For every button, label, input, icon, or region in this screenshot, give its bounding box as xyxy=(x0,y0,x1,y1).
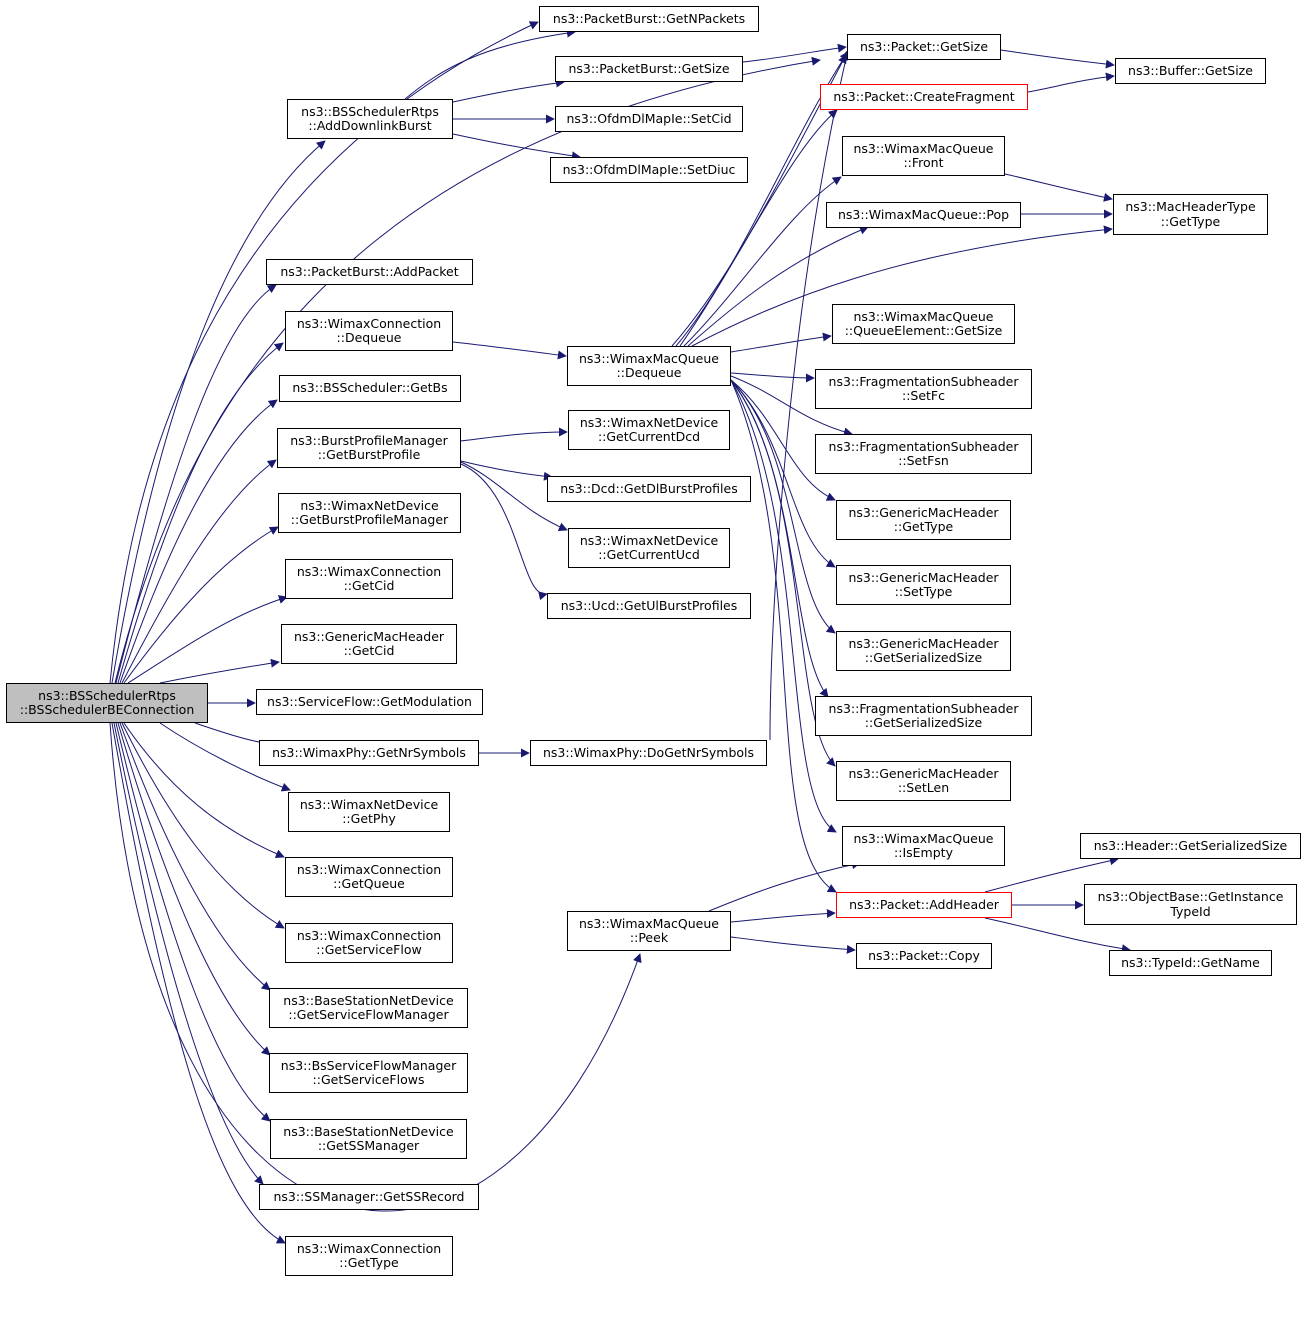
call-edge xyxy=(121,459,277,684)
node-ucd-getulburstprofiles[interactable]: ns3::Ucd::GetUlBurstProfiles xyxy=(547,593,751,619)
call-edge xyxy=(691,225,1113,347)
call-edge xyxy=(127,595,288,684)
call-edge xyxy=(730,936,856,954)
call-edge xyxy=(769,49,851,741)
node-wimaxphy-getnrsymbols[interactable]: ns3::WimaxPhy::GetNrSymbols xyxy=(259,740,479,766)
call-edge xyxy=(984,917,1131,954)
node-genericmacheader-getserializedsize[interactable]: ns3::GenericMacHeader::GetSerializedSize xyxy=(836,631,1011,671)
node-basestationnetdevice-getserviceflowmanager[interactable]: ns3::BaseStationNetDevice::GetServiceFlo… xyxy=(269,988,468,1028)
call-edge xyxy=(460,461,568,531)
node-bsserviceflowmanager-getserviceflows[interactable]: ns3::BsServiceFlowManager::GetServiceFlo… xyxy=(269,1053,468,1093)
node-bsscheduler-getbs[interactable]: ns3::BSScheduler::GetBs xyxy=(279,375,461,402)
call-edge xyxy=(460,427,568,442)
node-genericmacheader-getcid[interactable]: ns3::GenericMacHeader::GetCid xyxy=(281,624,457,664)
node-root-bsschedulerbeconnection: ns3::BSSchedulerRtps::BSSchedulerBEConne… xyxy=(6,683,208,723)
call-edge xyxy=(123,722,285,858)
node-wimaxconnection-getqueue[interactable]: ns3::WimaxConnection::GetQueue xyxy=(285,857,453,897)
call-edge xyxy=(123,526,279,684)
node-burstprofilemanager-getburstprofile[interactable]: ns3::BurstProfileManager::GetBurstProfil… xyxy=(277,428,461,468)
node-packetburst-getsize[interactable]: ns3::PacketBurst::GetSize xyxy=(555,56,743,82)
call-edge xyxy=(117,722,271,1056)
node-packet-createfragment[interactable]: ns3::Packet::CreateFragment xyxy=(820,84,1028,110)
node-header-getserializedsize[interactable]: ns3::Header::GetSerializedSize xyxy=(1080,833,1301,859)
call-edge xyxy=(119,399,278,684)
call-edge xyxy=(452,133,581,161)
call-edge xyxy=(730,372,815,383)
node-packet-addheader[interactable]: ns3::Packet::AddHeader xyxy=(836,892,1012,918)
call-edge xyxy=(159,658,280,684)
node-bsschedulerrtps-adddownlinkburst[interactable]: ns3::BSSchedulerRtps::AddDownlinkBurst xyxy=(287,99,453,139)
call-edge xyxy=(742,43,847,63)
call-edge xyxy=(730,379,829,698)
call-edge xyxy=(687,226,869,347)
node-buffer-getsize[interactable]: ns3::Buffer::GetSize xyxy=(1115,58,1266,84)
call-edge xyxy=(1004,173,1113,202)
call-edge xyxy=(683,176,842,347)
node-wimaxmacqueue-pop[interactable]: ns3::WimaxMacQueue::Pop xyxy=(826,202,1021,228)
call-edge xyxy=(679,109,838,347)
call-edge xyxy=(452,341,567,360)
node-wimaxconnection-dequeue[interactable]: ns3::WimaxConnection::Dequeue xyxy=(285,311,453,351)
node-wimaxmacqueue-isempty[interactable]: ns3::WimaxMacQueue::IsEmpty xyxy=(842,826,1005,866)
node-ofdmdlmapie-setdiuc[interactable]: ns3::OfdmDlMapIe::SetDiuc xyxy=(550,157,748,183)
call-edge xyxy=(115,722,271,1122)
call-edge xyxy=(708,860,861,912)
call-edge xyxy=(119,722,271,991)
call-edge xyxy=(460,460,553,481)
node-genericmacheader-setlen[interactable]: ns3::GenericMacHeader::SetLen xyxy=(836,761,1011,801)
call-edge xyxy=(730,379,836,501)
call-edge xyxy=(1027,72,1115,93)
node-wimaxconnection-getserviceflow[interactable]: ns3::WimaxConnection::GetServiceFlow xyxy=(285,923,453,963)
call-edge xyxy=(730,379,836,634)
call-edge xyxy=(730,379,836,767)
node-ofdmdlmapie-setcid[interactable]: ns3::OfdmDlMapIe::SetCid xyxy=(555,106,743,132)
node-wimaxnetdevice-getphy[interactable]: ns3::WimaxNetDevice::GetPhy xyxy=(288,792,450,832)
node-wimaxnetdevice-getburstprofilemanager[interactable]: ns3::WimaxNetDevice::GetBurstProfileMana… xyxy=(278,493,461,533)
node-wimaxconnection-gettype[interactable]: ns3::WimaxConnection::GetType xyxy=(285,1236,453,1276)
call-edge xyxy=(730,379,837,833)
call-edge xyxy=(730,908,836,923)
node-packet-getsize[interactable]: ns3::Packet::GetSize xyxy=(847,34,1001,60)
node-typeid-getname[interactable]: ns3::TypeId::GetName xyxy=(1109,950,1272,976)
node-fragmentationsubheader-setfc[interactable]: ns3::FragmentationSubheader::SetFc xyxy=(815,369,1032,409)
node-packet-copy[interactable]: ns3::Packet::Copy xyxy=(856,943,992,969)
call-edge xyxy=(984,856,1119,893)
node-wimaxconnection-getcid[interactable]: ns3::WimaxConnection::GetCid xyxy=(285,559,453,599)
call-edge xyxy=(404,28,576,100)
node-macheadertype-gettype[interactable]: ns3::MacHeaderType::GetType xyxy=(1113,194,1268,235)
call-edge xyxy=(730,379,837,893)
node-dcd-getdlburstprofiles[interactable]: ns3::Dcd::GetDlBurstProfiles xyxy=(547,476,751,502)
node-wimaxnetdevice-getcurrentucd[interactable]: ns3::WimaxNetDevice::GetCurrentUcd xyxy=(568,528,730,568)
call-edge xyxy=(117,342,284,684)
node-serviceflow-getmodulation[interactable]: ns3::ServiceFlow::GetModulation xyxy=(256,689,483,715)
call-edge xyxy=(109,21,539,684)
call-edge xyxy=(460,463,548,601)
call-edge xyxy=(159,722,291,792)
node-packetburst-addpacket[interactable]: ns3::PacketBurst::AddPacket xyxy=(266,259,473,285)
node-wimaxmacqueue-front[interactable]: ns3::WimaxMacQueue::Front xyxy=(842,136,1005,176)
node-basestationnetdevice-getssmanager[interactable]: ns3::BaseStationNetDevice::GetSSManager xyxy=(270,1119,467,1159)
node-genericmacheader-gettype[interactable]: ns3::GenericMacHeader::GetType xyxy=(836,500,1011,540)
node-fragmentationsubheader-getserializedsize[interactable]: ns3::FragmentationSubheader::GetSerializ… xyxy=(815,696,1032,736)
node-ssmanager-getssrecord[interactable]: ns3::SSManager::GetSSRecord xyxy=(259,1184,479,1210)
call-edge xyxy=(452,78,565,103)
call-edge xyxy=(111,722,286,1244)
call-edge xyxy=(1000,49,1115,69)
call-edge xyxy=(113,722,264,1185)
call-edge xyxy=(111,140,326,684)
node-wimaxnetdevice-getcurrentdcd[interactable]: ns3::WimaxNetDevice::GetCurrentDcd xyxy=(568,410,730,450)
node-packetburst-getnpackets[interactable]: ns3::PacketBurst::GetNPackets xyxy=(539,6,759,32)
node-wimaxmacqueue-dequeue[interactable]: ns3::WimaxMacQueue::Dequeue xyxy=(567,346,731,386)
node-wimaxmacqueue-queueelement-getsize[interactable]: ns3::WimaxMacQueue::QueueElement::GetSiz… xyxy=(832,304,1015,344)
call-edge xyxy=(730,332,832,353)
call-edge xyxy=(121,722,285,929)
node-wimaxphy-dogetnrsymbols[interactable]: ns3::WimaxPhy::DoGetNrSymbols xyxy=(530,740,767,766)
node-genericmacheader-settype[interactable]: ns3::GenericMacHeader::SetType xyxy=(836,565,1011,605)
call-edge xyxy=(115,284,277,684)
node-wimaxmacqueue-peek[interactable]: ns3::WimaxMacQueue::Peek xyxy=(567,911,731,951)
node-fragmentationsubheader-setfsn[interactable]: ns3::FragmentationSubheader::SetFsn xyxy=(815,434,1032,474)
